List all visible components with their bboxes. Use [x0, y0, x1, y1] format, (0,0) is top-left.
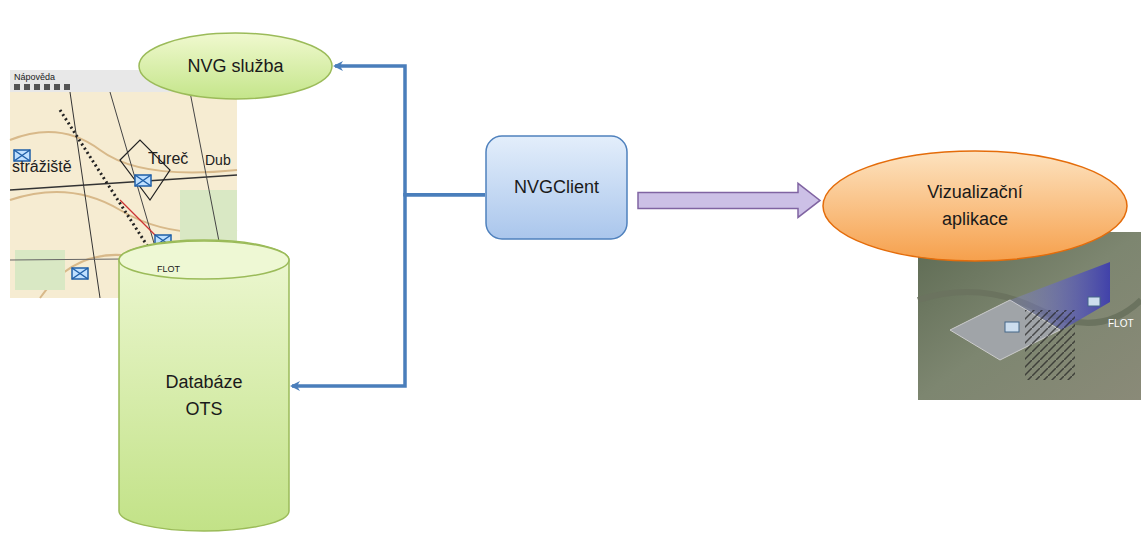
node-label: Databáze OTS: [154, 369, 254, 423]
map-label: FLOT: [157, 264, 180, 274]
map-label: FLOT: [1108, 318, 1134, 329]
node-label: NVGClient: [514, 174, 599, 201]
node-outline: [822, 150, 1128, 262]
map-label: Dub: [205, 152, 231, 168]
connector-arrow: [335, 66, 485, 195]
process-box: NVGClient: [485, 135, 628, 240]
connector-arrow: [292, 195, 485, 386]
node-label: Vizualizační aplikace: [910, 179, 1040, 233]
node-label: NVG služba: [187, 53, 283, 80]
map-label: Tureč: [148, 150, 188, 168]
block-arrow: [638, 183, 820, 217]
service-ellipse: NVG služba: [138, 32, 333, 100]
map-label: Nápověda: [14, 72, 55, 82]
service-ellipse: Vizualizační aplikace: [822, 150, 1128, 262]
map-label: strážiště: [12, 158, 72, 176]
database-cylinder: Databáze OTS: [118, 240, 290, 532]
